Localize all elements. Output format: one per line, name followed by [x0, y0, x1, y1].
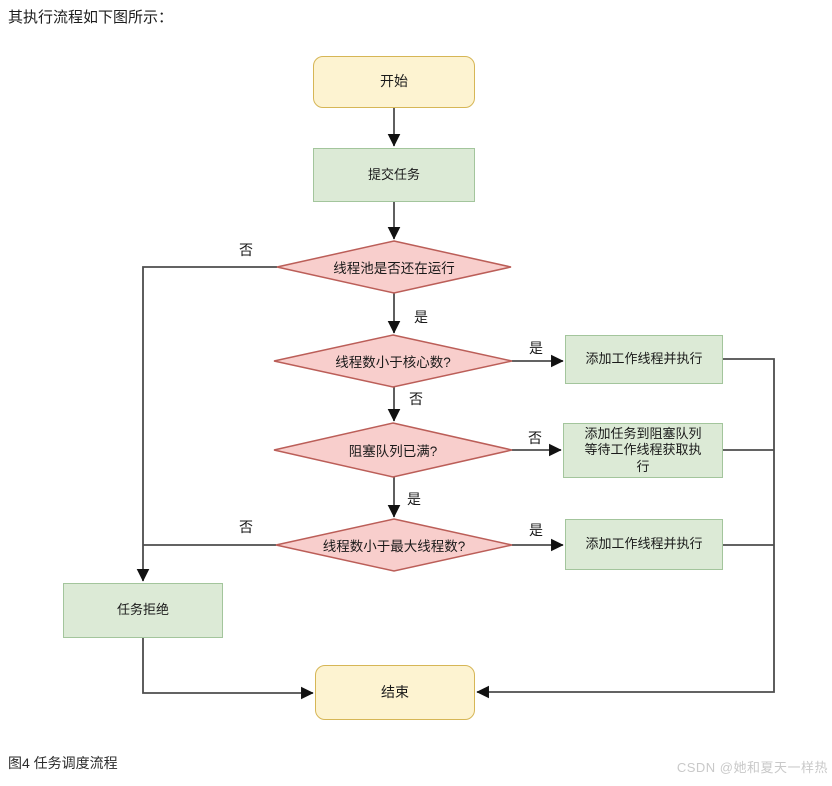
submit-task-node: 提交任务: [313, 148, 475, 202]
edge-pool-running-no-to-reject: [136, 266, 277, 582]
label-below-max-yes: 是: [529, 522, 543, 538]
label-queue-full-no: 否: [528, 430, 542, 446]
start-node: 开始: [313, 56, 475, 108]
label-queue-full-yes: 是: [407, 491, 421, 507]
add-to-queue-node: 添加任务到阻塞队列等待工作线程获取执行: [563, 423, 723, 478]
decision-below-max-shape: [275, 518, 513, 572]
decision-queue-full-shape: [273, 422, 513, 478]
csdn-watermark: CSDN @她和夏天一样热: [676, 760, 828, 775]
decision-queue-full-label: 阻塞队列已满?: [348, 444, 438, 459]
decision-below-core-shape: [273, 334, 513, 388]
edge-reject-to-end: [142, 638, 314, 700]
decision-pool-running-label: 线程池是否还在运行: [333, 261, 455, 276]
decision-below-core-label: 线程数小于核心数?: [335, 355, 451, 370]
label-below-max-no: 否: [239, 519, 253, 535]
label-pool-running-no: 否: [239, 242, 253, 258]
edge-right-collector-to-end: [476, 358, 775, 699]
label-below-core-no: 否: [409, 391, 423, 407]
add-worker-bottom-node: 添加工作线程并执行: [565, 519, 723, 570]
label-pool-running-yes: 是: [414, 309, 428, 325]
decision-pool-running-shape: [276, 240, 512, 294]
add-worker-top-node: 添加工作线程并执行: [565, 335, 723, 384]
end-node: 结束: [315, 665, 475, 720]
label-below-core-yes: 是: [529, 340, 543, 356]
reject-task-node: 任务拒绝: [63, 583, 223, 638]
intro-text: 其执行流程如下图所示：: [8, 9, 174, 26]
decision-below-max-label: 线程数小于最大线程数?: [322, 539, 466, 554]
figure-caption: 图4 任务调度流程: [8, 755, 118, 771]
